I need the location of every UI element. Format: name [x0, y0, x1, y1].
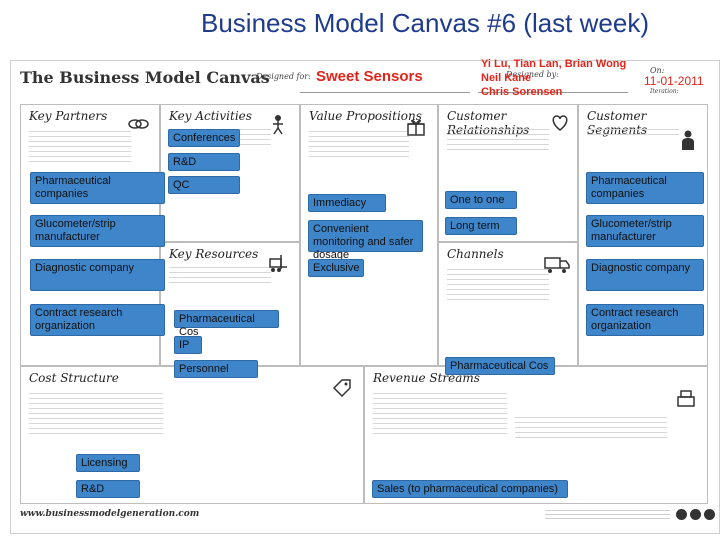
- iteration-label: Iteration:: [650, 88, 679, 95]
- license-icon: [690, 509, 701, 520]
- date-label: On:: [650, 66, 665, 75]
- slide-title: Business Model Canvas #6 (last week): [201, 8, 649, 38]
- sticky-note: Contract research organization: [30, 304, 165, 336]
- designed-for-value: Sweet Sensors: [316, 68, 423, 85]
- footer-url: www.businessmodelgeneration.com: [20, 509, 200, 519]
- designed-for-label: Designed for:: [256, 72, 311, 81]
- price-tag-icon: [332, 379, 351, 398]
- customer-segments-heading: Customer Segments: [587, 109, 648, 137]
- channels-block: Channels: [438, 242, 578, 366]
- license-icon: [704, 509, 715, 520]
- key-activities-block: Key Activities: [160, 104, 300, 242]
- cost-structure-heading: Cost Structure: [29, 371, 119, 385]
- worker-icon: [273, 115, 283, 135]
- sticky-note: Exclusive: [308, 259, 364, 277]
- sticky-note: Long term: [445, 217, 517, 235]
- sticky-note: Sales (to pharmaceutical companies): [372, 480, 568, 498]
- sticky-note: IP: [174, 336, 202, 354]
- key-resources-block: Key Resources: [160, 242, 300, 366]
- cash-register-icon: [677, 390, 695, 407]
- designed-by-name: Yi Lu, Tian Lan, Brian Wong: [481, 58, 627, 70]
- heart-icon: [552, 115, 568, 131]
- sticky-note: Contract research organization: [586, 304, 704, 336]
- gift-icon: [407, 119, 425, 136]
- designed-by-name: Chris Sorensen: [481, 86, 563, 98]
- customer-relationships-heading: Customer Relationships: [447, 109, 530, 137]
- truck-icon: [544, 257, 570, 273]
- cost-structure-block: Cost Structure: [20, 366, 364, 504]
- sticky-note: QC: [168, 176, 240, 194]
- channels-heading: Channels: [447, 247, 504, 261]
- sticky-note: Pharmaceutical Cos: [174, 310, 279, 338]
- sticky-note: R&D: [76, 480, 140, 498]
- date-value: 11-01-2011: [644, 74, 704, 88]
- sticky-note: Diagnostic company: [586, 259, 704, 291]
- sticky-note: Diagnostic company: [30, 259, 165, 291]
- forklift-icon: [269, 255, 287, 272]
- key-resources-heading: Key Resources: [169, 247, 259, 261]
- designed-by-line: [478, 92, 628, 93]
- sticky-note: Pharmaceutical companies: [30, 172, 165, 204]
- sticky-note: Glucometer/strip manufacturer: [30, 215, 165, 247]
- license-icon: [676, 509, 687, 520]
- designed-by-names: Yi Lu, Tian Lan, Brian Wong Neil Kane Ch…: [481, 57, 626, 99]
- sticky-note: Personnel: [174, 360, 258, 378]
- sticky-note: R&D: [168, 153, 240, 171]
- sticky-note: Pharmaceutical Cos: [445, 357, 555, 375]
- sticky-note: Glucometer/strip manufacturer: [586, 215, 704, 247]
- sticky-note: Licensing: [76, 454, 140, 472]
- designed-by-name: Neil Kane: [481, 72, 532, 84]
- key-partners-heading: Key Partners: [29, 109, 108, 123]
- value-propositions-heading: Value Propositions: [309, 109, 422, 123]
- sticky-note: Conferences: [168, 129, 240, 147]
- designed-by-label: Designed by:: [506, 70, 559, 79]
- chain-link-icon: [128, 119, 149, 129]
- sticky-note: Immediacy: [308, 194, 386, 212]
- key-activities-heading: Key Activities: [169, 109, 252, 123]
- sticky-note: Convenient monitoring and safer dosage: [308, 220, 423, 261]
- designed-for-line: [300, 92, 470, 93]
- canvas-title: The Business Model Canvas: [20, 68, 270, 87]
- person-icon: [682, 130, 694, 150]
- sticky-note: One to one: [445, 191, 517, 209]
- sticky-note: Pharmaceutical companies: [586, 172, 704, 204]
